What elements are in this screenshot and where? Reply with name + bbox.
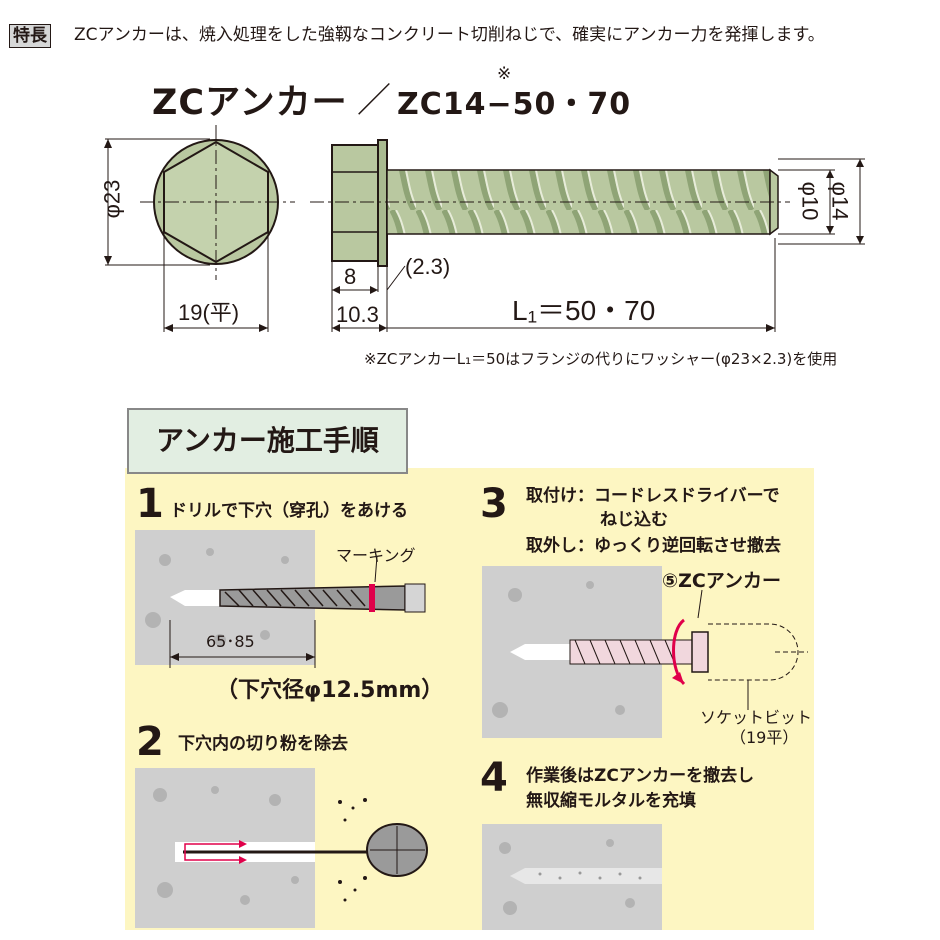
dim-length: L₁＝50・70 — [512, 295, 656, 326]
step-3-line3: 取外し：ゆっくり逆回転させ撤去 — [526, 536, 781, 556]
dim-shank-diameter: φ10 — [797, 181, 823, 221]
step-4-line2: 無収縮モルタルを充填 — [526, 791, 696, 811]
feature-description: ZCアンカーは、焼入処理をした強靱なコンクリート切削ねじで、確実にアンカー力を発… — [74, 25, 825, 45]
step-4-line1: 作業後はZCアンカーを撤去し — [526, 766, 755, 786]
footnote: ※ZCアンカーL₁＝50はフランジの代りにワッシャー(φ23×2.3)を使用 — [364, 350, 838, 368]
dim-thread-diameter: φ14 — [827, 181, 853, 221]
step-2-illustration — [135, 768, 428, 928]
step-2-number: 2 — [136, 719, 164, 765]
step-3-line2: ねじ込む — [600, 510, 668, 530]
anchor-dimension-drawing — [104, 125, 865, 332]
step-1-illustration — [135, 530, 426, 668]
marking-label: マーキング — [336, 546, 416, 565]
step-3-number: 3 — [480, 481, 508, 527]
dim-head-diameter: φ23 — [99, 179, 125, 219]
socket-bit-size: （19平） — [730, 728, 799, 747]
feature-badge: 特長 — [9, 24, 51, 48]
step-2-text: 下穴内の切り粉を除去 — [178, 734, 348, 754]
step-3-line1: 取付け：コードレスドライバーで — [526, 486, 780, 506]
dim-across-flats: 19(平) — [178, 300, 240, 325]
dim-flange-thickness: (2.3) — [405, 254, 451, 279]
procedure-title: アンカー施工手順 — [127, 408, 408, 474]
dim-head-height: 8 — [344, 264, 357, 289]
drill-depth-label: 65･85 — [206, 632, 255, 651]
step-1-text: ドリルで下穴（穿孔）をあける — [170, 501, 408, 521]
step-1-number: 1 — [136, 481, 164, 527]
anchor-label: ⑤ZCアンカー — [662, 570, 782, 592]
head-side-view — [331, 139, 388, 267]
title-separator: ／ — [357, 81, 391, 121]
product-model: ZC14−50・70 — [397, 87, 632, 122]
model-note-mark: ※ — [497, 64, 512, 84]
socket-bit-label: ソケットビット — [700, 708, 813, 727]
hole-diameter-note: （下穴径φ12.5mm） — [216, 678, 444, 703]
dim-head-total: 10.3 — [336, 302, 379, 327]
step-4-number: 4 — [480, 755, 508, 801]
step-3-illustration — [482, 566, 808, 738]
anchor-shank — [310, 168, 790, 236]
head-front-view — [140, 125, 295, 280]
step-4-illustration — [482, 824, 662, 930]
product-name: ZCアンカー — [152, 83, 348, 123]
